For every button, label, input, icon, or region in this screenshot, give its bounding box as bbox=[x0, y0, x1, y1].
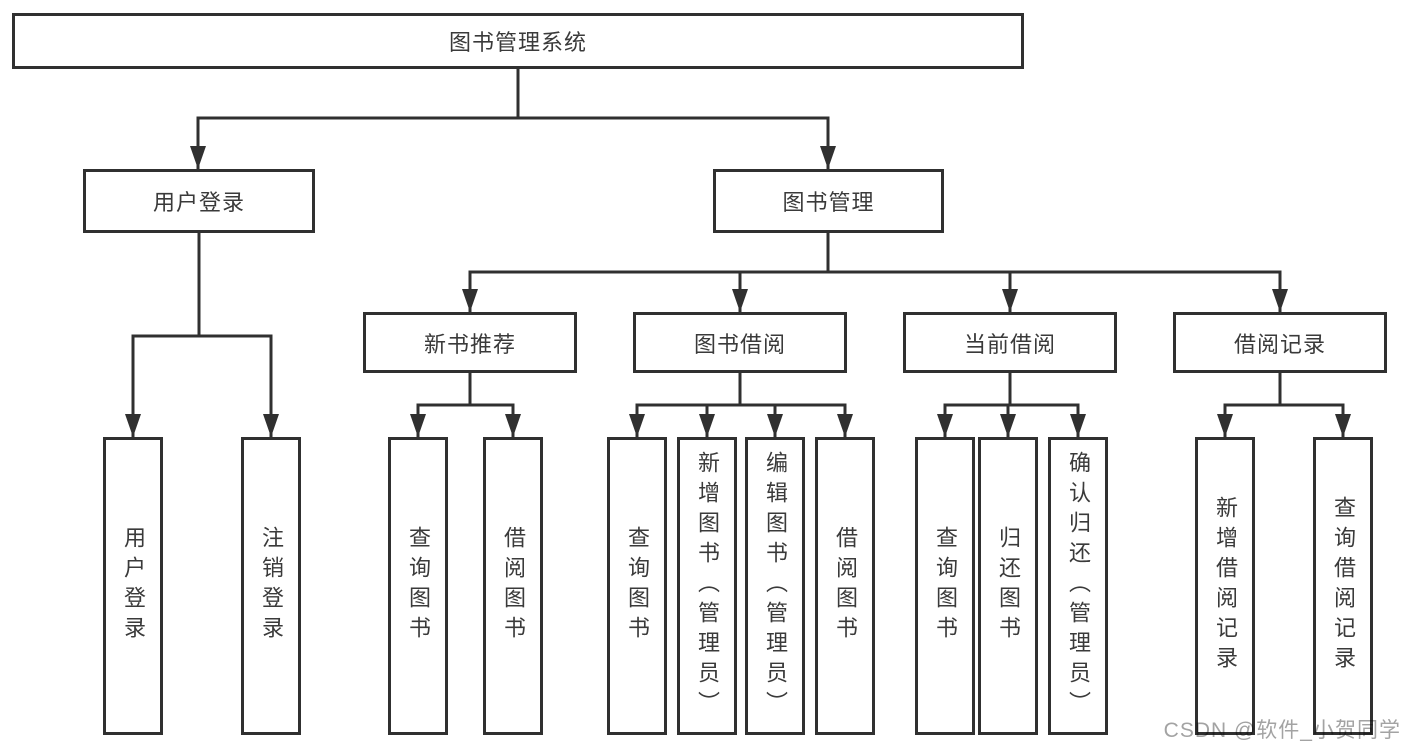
leaf-query-borrow-record-label: 查询借阅记录 bbox=[1331, 496, 1356, 676]
leaf-borrow-books-label: 借阅图书 bbox=[833, 526, 858, 646]
leaf-query-books-current-label: 查询图书 bbox=[933, 526, 958, 646]
leaf-confirm-return-admin: 确认归还（管理员） bbox=[1048, 437, 1108, 735]
node-book-management: 图书管理 bbox=[713, 169, 944, 233]
node-borrow-records: 借阅记录 bbox=[1173, 312, 1387, 373]
leaf-query-borrow-record: 查询借阅记录 bbox=[1313, 437, 1373, 735]
node-user-login-label: 用户登录 bbox=[152, 190, 245, 215]
leaf-borrow-books-recommend: 借阅图书 bbox=[483, 437, 543, 735]
node-current-borrow-label: 当前借阅 bbox=[963, 331, 1056, 357]
leaf-add-borrow-record-label: 新增借阅记录 bbox=[1213, 496, 1238, 676]
leaf-user-login-label: 用户登录 bbox=[121, 526, 146, 646]
leaf-query-books-recommend: 查询图书 bbox=[388, 437, 448, 735]
node-new-book-recommend: 新书推荐 bbox=[363, 312, 577, 373]
leaf-query-books-current: 查询图书 bbox=[915, 437, 975, 735]
node-borrow-records-label: 借阅记录 bbox=[1233, 331, 1326, 357]
leaf-return-books: 归还图书 bbox=[978, 437, 1038, 735]
leaf-edit-books-admin: 编辑图书（管理员） bbox=[745, 437, 805, 735]
node-current-borrow: 当前借阅 bbox=[903, 312, 1117, 373]
leaf-borrow-books-recommend-label: 借阅图书 bbox=[501, 526, 526, 646]
node-book-management-label: 图书管理 bbox=[782, 190, 875, 215]
node-book-borrow: 图书借阅 bbox=[633, 312, 847, 373]
leaf-edit-books-admin-label: 编辑图书（管理员） bbox=[763, 451, 788, 721]
leaf-add-borrow-record: 新增借阅记录 bbox=[1195, 437, 1255, 735]
leaf-confirm-return-admin-label: 确认归还（管理员） bbox=[1066, 451, 1091, 721]
leaf-return-books-label: 归还图书 bbox=[996, 526, 1021, 646]
leaf-add-books-admin-label: 新增图书（管理员） bbox=[695, 451, 720, 721]
node-root-label: 图书管理系统 bbox=[448, 30, 587, 55]
node-user-login: 用户登录 bbox=[83, 169, 315, 233]
leaf-query-books-recommend-label: 查询图书 bbox=[406, 526, 431, 646]
leaf-borrow-books: 借阅图书 bbox=[815, 437, 875, 735]
leaf-logout-login: 注销登录 bbox=[241, 437, 301, 735]
leaf-user-login: 用户登录 bbox=[103, 437, 163, 735]
node-root-system: 图书管理系统 bbox=[12, 13, 1024, 69]
csdn-watermark: CSDN @软件_小贺同学 bbox=[1163, 719, 1401, 742]
node-book-borrow-label: 图书借阅 bbox=[693, 331, 786, 357]
leaf-query-books-borrow: 查询图书 bbox=[607, 437, 667, 735]
leaf-logout-login-label: 注销登录 bbox=[259, 526, 284, 646]
leaf-add-books-admin: 新增图书（管理员） bbox=[677, 437, 737, 735]
leaf-query-books-borrow-label: 查询图书 bbox=[625, 526, 650, 646]
node-new-book-recommend-label: 新书推荐 bbox=[423, 331, 516, 357]
